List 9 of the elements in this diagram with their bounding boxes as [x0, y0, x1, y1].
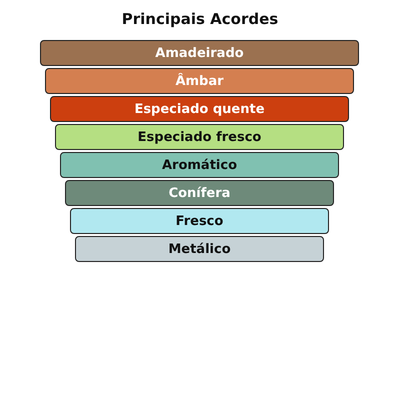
- accord-bar: Especiado fresco: [55, 124, 344, 150]
- accord-bar: Aromático: [60, 152, 339, 178]
- accord-bar: Fresco: [70, 208, 329, 234]
- accord-bar: Amadeirado: [40, 40, 359, 66]
- accord-bar: Âmbar: [45, 68, 354, 94]
- accord-bar: Conífera: [65, 180, 334, 206]
- accord-bar: Especiado quente: [50, 96, 349, 122]
- accord-bar: Metálico: [75, 236, 324, 262]
- chart-title: Principais Acordes: [120, 10, 280, 28]
